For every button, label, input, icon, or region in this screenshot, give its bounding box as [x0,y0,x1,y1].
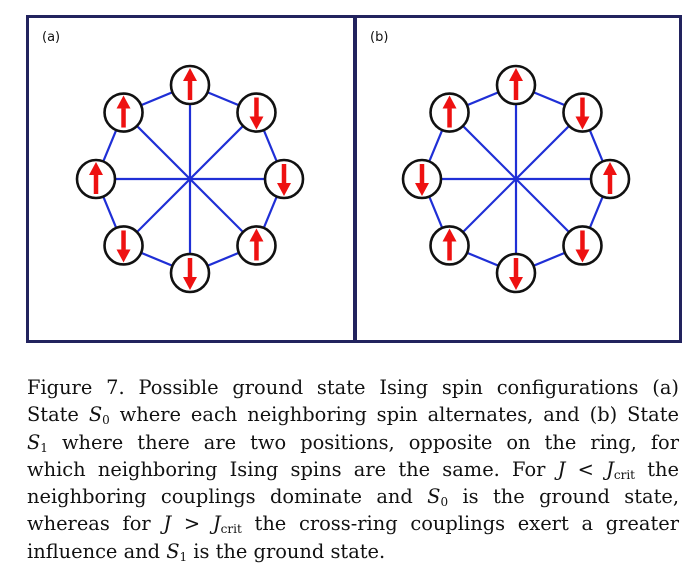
cross-coupling [448,111,584,247]
spin-up-arrow [603,162,617,194]
spin-down-arrow [575,230,590,263]
spin-site [429,92,470,133]
spin-site [562,225,603,266]
ring-diagram-a [75,64,305,294]
spin-site [429,225,470,266]
spin-up-arrow [249,228,264,261]
spin-down-arrow [575,97,590,130]
caption-line-3: S1 where there are two positions, opposi… [27,430,679,455]
spin-down-arrow [415,164,429,196]
spin-up-arrow [116,95,131,128]
spin-up-arrow [183,68,197,100]
panel-label-a: (a) [42,30,61,45]
spin-up-arrow [442,228,457,261]
panel-b: (b) [354,15,682,343]
caption-line-5: neighboring couplings dominate and S0 is… [27,485,679,510]
spin-up-arrow [89,162,103,194]
spin-down-arrow [509,258,523,290]
spin-down-arrow [277,164,291,196]
figure-caption: Figure 7. Possible ground state Ising sp… [27,374,679,565]
spin-site [169,64,211,106]
ring-diagram-b [401,64,631,294]
spin-site [103,92,144,133]
spin-down-arrow [249,97,264,130]
caption-line-2: State S0 where each neighboring spin alt… [27,403,679,428]
spin-site [589,158,631,200]
caption-line-6: whereas for J > Jcrit the cross-ring cou… [27,512,680,537]
spin-down-arrow [183,258,197,290]
caption-line-1: Figure 7. Possible ground state Ising sp… [27,376,679,399]
spin-site [562,92,603,133]
spin-site [103,225,144,266]
spin-site [236,92,277,133]
spin-up-arrow [509,68,523,100]
cross-coupling [122,111,258,247]
spin-site [263,158,305,200]
caption-line-7: influence and S1 is the ground state. [27,539,386,564]
caption-line-4: which neighboring Ising spins are the sa… [27,457,679,482]
panel-label-b: (b) [370,30,389,45]
spin-up-arrow [442,95,457,128]
spin-site [495,64,537,106]
spin-site [236,225,277,266]
spin-down-arrow [116,230,131,263]
figure-label: Figure 7. [27,376,125,399]
spin-site [495,252,537,294]
spin-site [169,252,211,294]
panel-a: (a) [26,15,356,343]
spin-site [401,158,443,200]
spin-site [75,158,117,200]
